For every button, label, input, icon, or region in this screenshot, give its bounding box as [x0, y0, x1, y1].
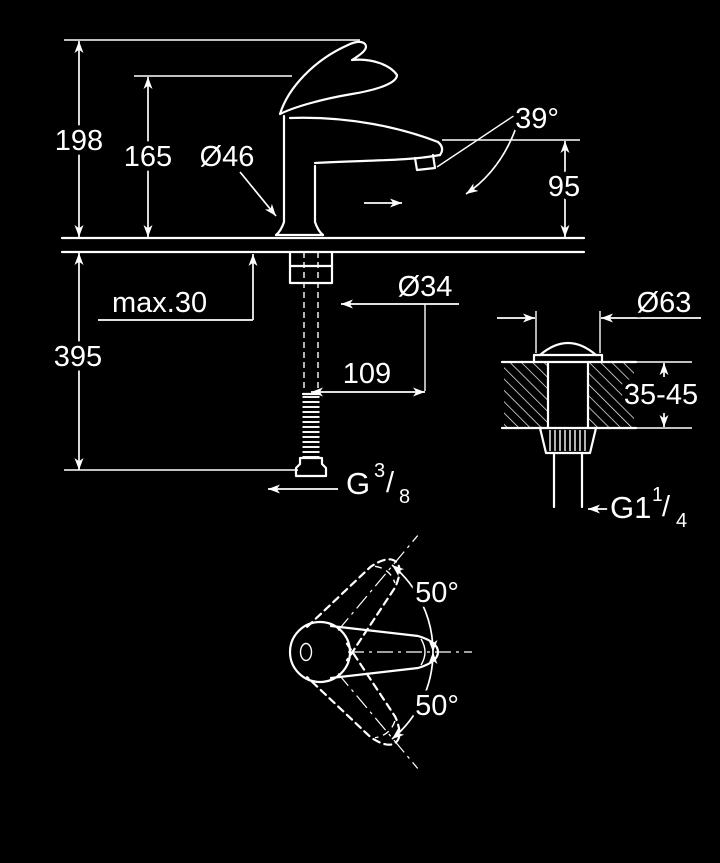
- countertop-section: [60, 236, 586, 254]
- label-waste-thread-denominator: 4: [676, 510, 687, 532]
- label-hose-length: 395: [54, 341, 102, 373]
- label-spout-projection: 109: [343, 358, 391, 390]
- label-waste-thread-slash: /: [662, 491, 671, 523]
- label-spout-height: 95: [548, 171, 580, 203]
- label-supply-thread-slash: /: [386, 467, 395, 499]
- aerator-outline: [413, 153, 437, 172]
- faucet-side-view: [274, 40, 528, 237]
- label-spout-angle: 39°: [515, 103, 559, 135]
- label-body-height: 165: [124, 141, 172, 173]
- under-counter-assembly: [288, 250, 334, 478]
- dimension-max-deck: [98, 254, 258, 321]
- mounting-washer: [288, 250, 334, 285]
- dimension-waste-flange: [497, 311, 701, 353]
- label-handle-swing-lower: 50°: [415, 690, 459, 722]
- leader-hole-diameter: [341, 299, 459, 391]
- label-waste-thread-numerator: 1: [652, 484, 663, 506]
- label-waste-deck-range: 35-45: [624, 379, 698, 411]
- label-supply-thread-numerator: 3: [374, 460, 385, 482]
- lever-outline: [278, 40, 399, 116]
- supply-hose: [301, 392, 322, 458]
- waste-body: [546, 360, 590, 430]
- label-supply-thread: G 3 / 8: [342, 456, 415, 513]
- hose-end-fitting: [294, 456, 328, 478]
- dimension-body-height: [134, 75, 292, 237]
- label-waste-flange-diameter: Ø63: [637, 287, 692, 319]
- label-total-height: 198: [55, 125, 103, 157]
- spout-angle-annotation: [436, 106, 528, 195]
- dimension-hose-length: [64, 253, 298, 471]
- body-outline: [274, 114, 325, 237]
- handle-logo-slot: [299, 642, 313, 662]
- waste-dome-cap: [538, 342, 598, 357]
- dimension-waste-deck-range: [634, 361, 692, 429]
- spout-outline: [288, 116, 444, 172]
- waste-valve-view: [500, 342, 638, 509]
- label-waste-thread-g: G1: [610, 490, 651, 525]
- waste-locking-nut: [538, 426, 598, 455]
- waste-tailpipe: [552, 451, 584, 509]
- counter-hatch: [500, 360, 638, 430]
- leader-base-diameter: [239, 171, 277, 217]
- threaded-shank: [303, 252, 319, 392]
- label-base-diameter: Ø46: [200, 141, 255, 173]
- label-max-deck-thickness: max.30: [112, 287, 207, 319]
- label-supply-thread-denominator: 8: [399, 486, 410, 508]
- label-hole-diameter: Ø34: [398, 271, 453, 303]
- label-handle-swing-upper: 50°: [415, 577, 459, 609]
- dimension-spout-height: [442, 139, 580, 237]
- label-supply-thread-g: G: [346, 466, 370, 501]
- swing-arc-upper: [391, 564, 438, 653]
- label-waste-thread: G1 1 / 4: [606, 480, 692, 537]
- swing-arc-lower: [391, 651, 438, 740]
- dimension-total-height: [64, 39, 360, 237]
- waste-flange: [532, 353, 604, 364]
- handle-top-view: [288, 535, 472, 769]
